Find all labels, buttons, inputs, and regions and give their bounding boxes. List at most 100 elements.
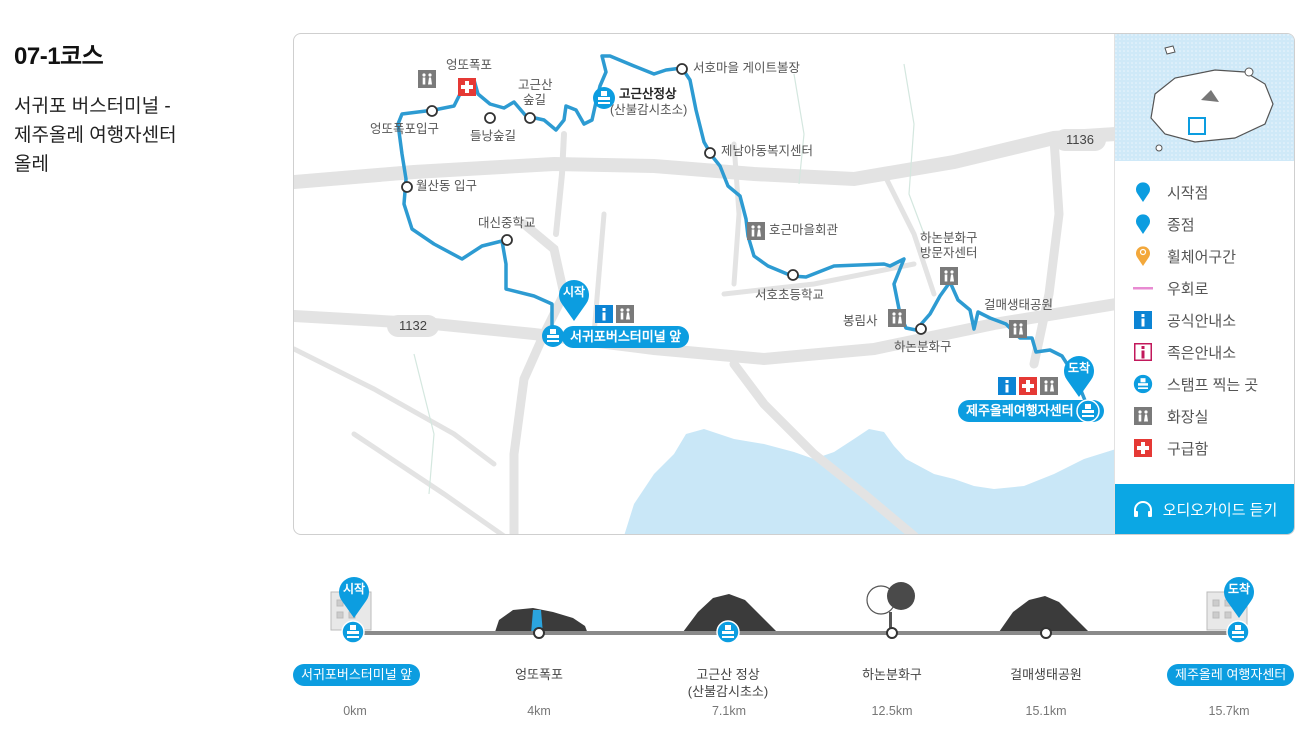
waypoint-gogeunsan-forest: [524, 112, 536, 124]
elevation-node-geolmae: [1040, 627, 1052, 639]
elevation-start-name: 서귀포버스터미널 앞: [293, 664, 421, 686]
legend-item: 휠체어구간: [1115, 240, 1294, 272]
restroom-icon: [616, 305, 634, 323]
start-point-label[interactable]: 서귀포버스터미널 앞: [562, 326, 690, 348]
legend-item: 우회로: [1115, 272, 1294, 304]
legend-item: 화장실: [1115, 400, 1294, 432]
label-eongtto-falls: 엉또폭포: [446, 58, 493, 72]
legend-item: 구급함: [1115, 432, 1294, 464]
end-point-label[interactable]: 제주올레여행자센터: [958, 400, 1104, 422]
end-point-pin-icon: [1133, 214, 1153, 234]
current-area-marker: [1188, 117, 1206, 135]
start-pin-label: 시작: [562, 285, 586, 299]
label-bongnimsa: 봉림사: [843, 314, 878, 328]
geolmae-terrain: [999, 596, 1089, 632]
label-wolsan: 월산동 입구: [416, 179, 477, 193]
waypoint-seoho-gate: [676, 63, 688, 75]
elevation-start-pin: 시작: [336, 573, 372, 619]
elevation-point-name-line: 고근산 정상: [696, 667, 760, 682]
wheelchair-pin-icon: [1133, 246, 1153, 266]
road: [881, 171, 937, 297]
road: [509, 219, 569, 534]
course-description-line: 올레: [14, 154, 49, 175]
road: [729, 359, 919, 534]
road-number-badge: 1132: [387, 315, 439, 337]
headphones-icon: [1133, 501, 1152, 517]
waypoint-eongtto-entrance: [426, 105, 438, 117]
waypoint-seoho-school: [787, 269, 799, 281]
road-1136: [294, 127, 1116, 189]
stream: [413, 353, 435, 495]
road: [1029, 134, 1064, 369]
olle-route: [396, 54, 1090, 410]
label-hanon-crater: 하논분화구: [894, 340, 952, 354]
road: [294, 346, 497, 467]
legend-list: 시작점 종점 휠체어구간 우회로: [1115, 176, 1294, 464]
course-description-line: 제주올레 여행자센터: [14, 125, 177, 146]
elevation-baseline: [353, 631, 1243, 635]
audio-guide-button[interactable]: 오디오가이드 듣기: [1115, 484, 1294, 534]
elevation-distance: 0km: [343, 704, 367, 718]
elevation-point-name: 하논분화구: [862, 667, 922, 682]
detour-line-icon: [1133, 278, 1153, 298]
stamp-icon: [716, 620, 740, 644]
elevation-distance: 15.1km: [1025, 704, 1067, 718]
label-seoho-school: 서호초등학교: [755, 288, 825, 302]
restroom-icon: [1133, 406, 1153, 426]
waypoint-daesin-school: [501, 234, 513, 246]
elevation-node-hanon: [886, 627, 898, 639]
stream: [793, 73, 805, 185]
island-outline: [1244, 67, 1254, 77]
course-description-line: 서귀포 버스터미널 -: [14, 96, 171, 117]
hallasan-icon: [1201, 90, 1219, 102]
stream: [903, 63, 925, 235]
elevation-start-label: 시작: [342, 582, 366, 596]
island-outline: [1164, 45, 1176, 55]
map-canvas[interactable]: [294, 34, 1116, 535]
start-pin[interactable]: 시작: [556, 276, 592, 322]
elevation-distance: 15.7km: [1208, 704, 1250, 718]
stamp-icon: [592, 86, 616, 110]
stamp-icon: [1076, 399, 1100, 423]
waypoint-forest-path: [484, 112, 496, 124]
start-point-pin-icon: [1133, 182, 1153, 202]
road: [721, 261, 917, 297]
legend-label: 스탬프 찍는 곳: [1167, 376, 1259, 394]
elevation-point-name-line: (산불감시초소): [687, 684, 769, 699]
road: [731, 141, 742, 287]
waypoint-hanon-crater: [915, 323, 927, 335]
legend-label: 시작점: [1167, 184, 1209, 202]
label-hanon-visitor: 하논분화구: [920, 231, 978, 245]
elevation-distance: 7.1km: [711, 704, 747, 718]
legend-item: 공식안내소: [1115, 304, 1294, 336]
course-description: 서귀포 버스터미널 - 제주올레 여행자센터 올레: [14, 92, 214, 179]
stamp-icon: [1226, 620, 1250, 644]
jeju-minimap[interactable]: [1115, 34, 1294, 161]
elevation-distance: 12.5km: [871, 704, 913, 718]
end-pin[interactable]: 도착: [1061, 352, 1097, 398]
restroom-icon: [1009, 320, 1027, 338]
road-number-badge: 1136: [1054, 129, 1106, 151]
label-seoho-gate: 서호마을 게이트볼장: [693, 61, 800, 75]
road: [351, 431, 506, 534]
stamp-icon: [341, 620, 365, 644]
legend-panel: 시작점 종점 휠체어구간 우회로: [1114, 34, 1294, 534]
elevation-node-eongtto: [533, 627, 545, 639]
label-hanon-visitor: 방문자센터: [920, 246, 978, 260]
legend-label: 족은안내소: [1167, 344, 1237, 362]
audio-guide-label: 오디오가이드 듣기: [1162, 501, 1278, 519]
label-daesin-school: 대신중학교: [478, 216, 536, 230]
label-geolmae-park: 걸매생태공원: [984, 298, 1054, 312]
restroom-icon: [888, 309, 906, 327]
course-title: 07-1코스: [14, 43, 104, 70]
course-map[interactable]: 1136 1132 엉또폭포 엉또폭포입구 고근산 숲길 들낭숲길 고근산정상 …: [293, 33, 1295, 535]
legend-item: 족은안내소: [1115, 336, 1294, 368]
elevation-end-pin: 도착: [1221, 573, 1257, 619]
label-hogeun-hall: 호근마을회관: [769, 223, 839, 237]
label-jenam-center: 제남아동복지센터: [721, 144, 814, 158]
restroom-icon: [418, 70, 436, 88]
island-outline: [1155, 144, 1163, 152]
elevation-terrain: [330, 582, 1248, 634]
first-aid-icon: [1019, 377, 1037, 395]
legend-label: 우회로: [1167, 280, 1209, 298]
